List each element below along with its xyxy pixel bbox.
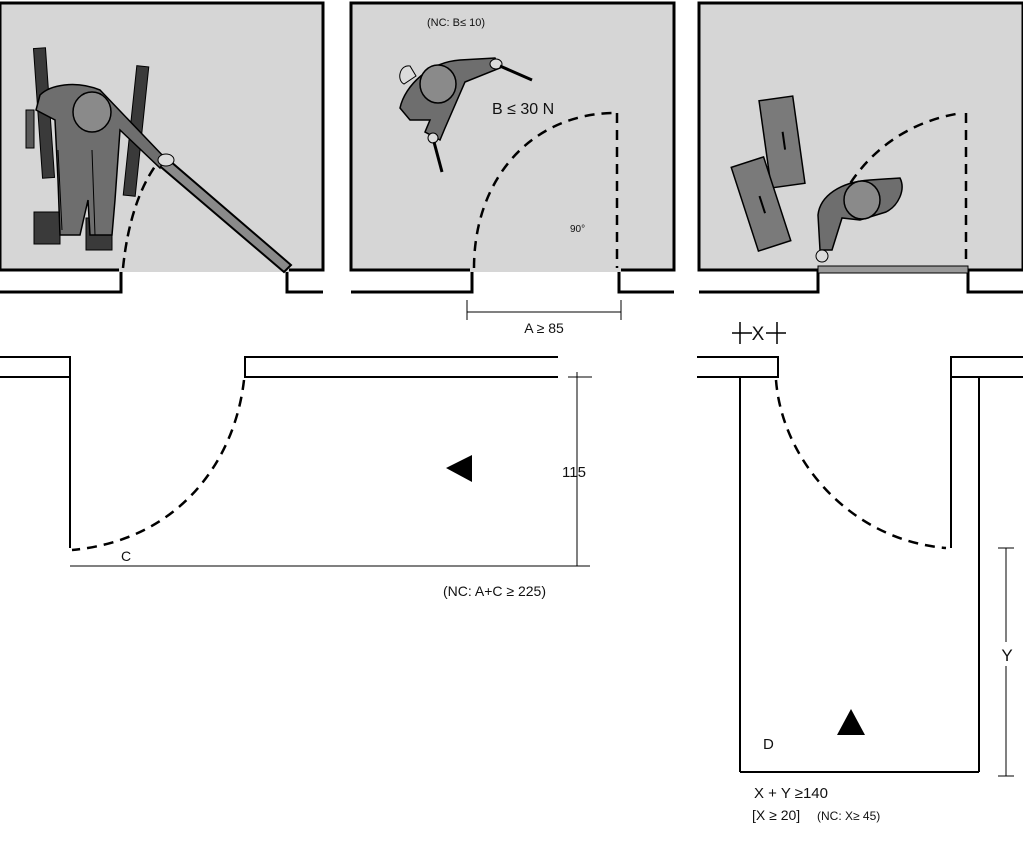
person-closing-door-icon <box>815 177 903 263</box>
y-label: Y <box>1001 646 1012 665</box>
width-label: A ≥ 85 <box>524 320 564 336</box>
wall-right <box>285 268 323 294</box>
wall-left <box>0 356 71 378</box>
clearance-d-label: D <box>763 736 774 753</box>
door-swing-arc <box>774 379 947 550</box>
approach-direction-icon <box>837 709 865 735</box>
wall-right <box>966 268 1023 294</box>
nc-x-note: (NC: X≥ 45) <box>817 809 880 823</box>
door-swing-arc <box>71 379 246 552</box>
room-floor <box>349 1 676 272</box>
clearance-c-label: C <box>121 548 131 564</box>
plan-front-approach: X Y D X + Y ≥140 [X ≥ 20] (NC: X≥ 45) <box>697 322 1023 823</box>
door-gap <box>119 268 289 272</box>
xy-formula-label: X + Y ≥140 <box>754 785 828 802</box>
cane-user-icon <box>399 57 533 173</box>
nc-ac-note: (NC: A+C ≥ 225) <box>443 583 546 599</box>
room-floor <box>697 1 1023 272</box>
svg-text:X: X <box>752 324 765 345</box>
closed-door-leaf <box>817 265 969 274</box>
door-swing-arc <box>820 111 963 263</box>
angle-label: 90° <box>570 224 585 235</box>
x-dimension-marker: X <box>732 322 786 345</box>
door-swing-arc <box>121 161 160 269</box>
plan-side-approach: 115 C (NC: A+C ≥ 225) <box>0 356 592 599</box>
wall-right <box>244 356 558 378</box>
wall-left <box>351 268 474 294</box>
wall-left <box>697 356 779 378</box>
wall-right <box>950 356 1023 378</box>
crutch-icon <box>730 95 806 253</box>
panel-door-force: (NC: B≤ 10) B ≤ 30 N 90° A ≥ 85 <box>349 1 676 336</box>
wheelchair-user-icon <box>35 83 175 236</box>
panel-wheelchair-door <box>0 1 325 294</box>
approach-direction-icon <box>446 455 472 482</box>
wall-left <box>0 268 123 294</box>
wall-left <box>699 268 820 294</box>
panel-door-closing <box>697 1 1023 294</box>
x-min-label: [X ≥ 20] <box>752 807 800 823</box>
force-label: B ≤ 30 N <box>492 101 554 118</box>
depth-label: 115 <box>562 464 586 481</box>
wall-right <box>617 268 674 294</box>
note-nc-b: (NC: B≤ 10) <box>427 17 485 29</box>
